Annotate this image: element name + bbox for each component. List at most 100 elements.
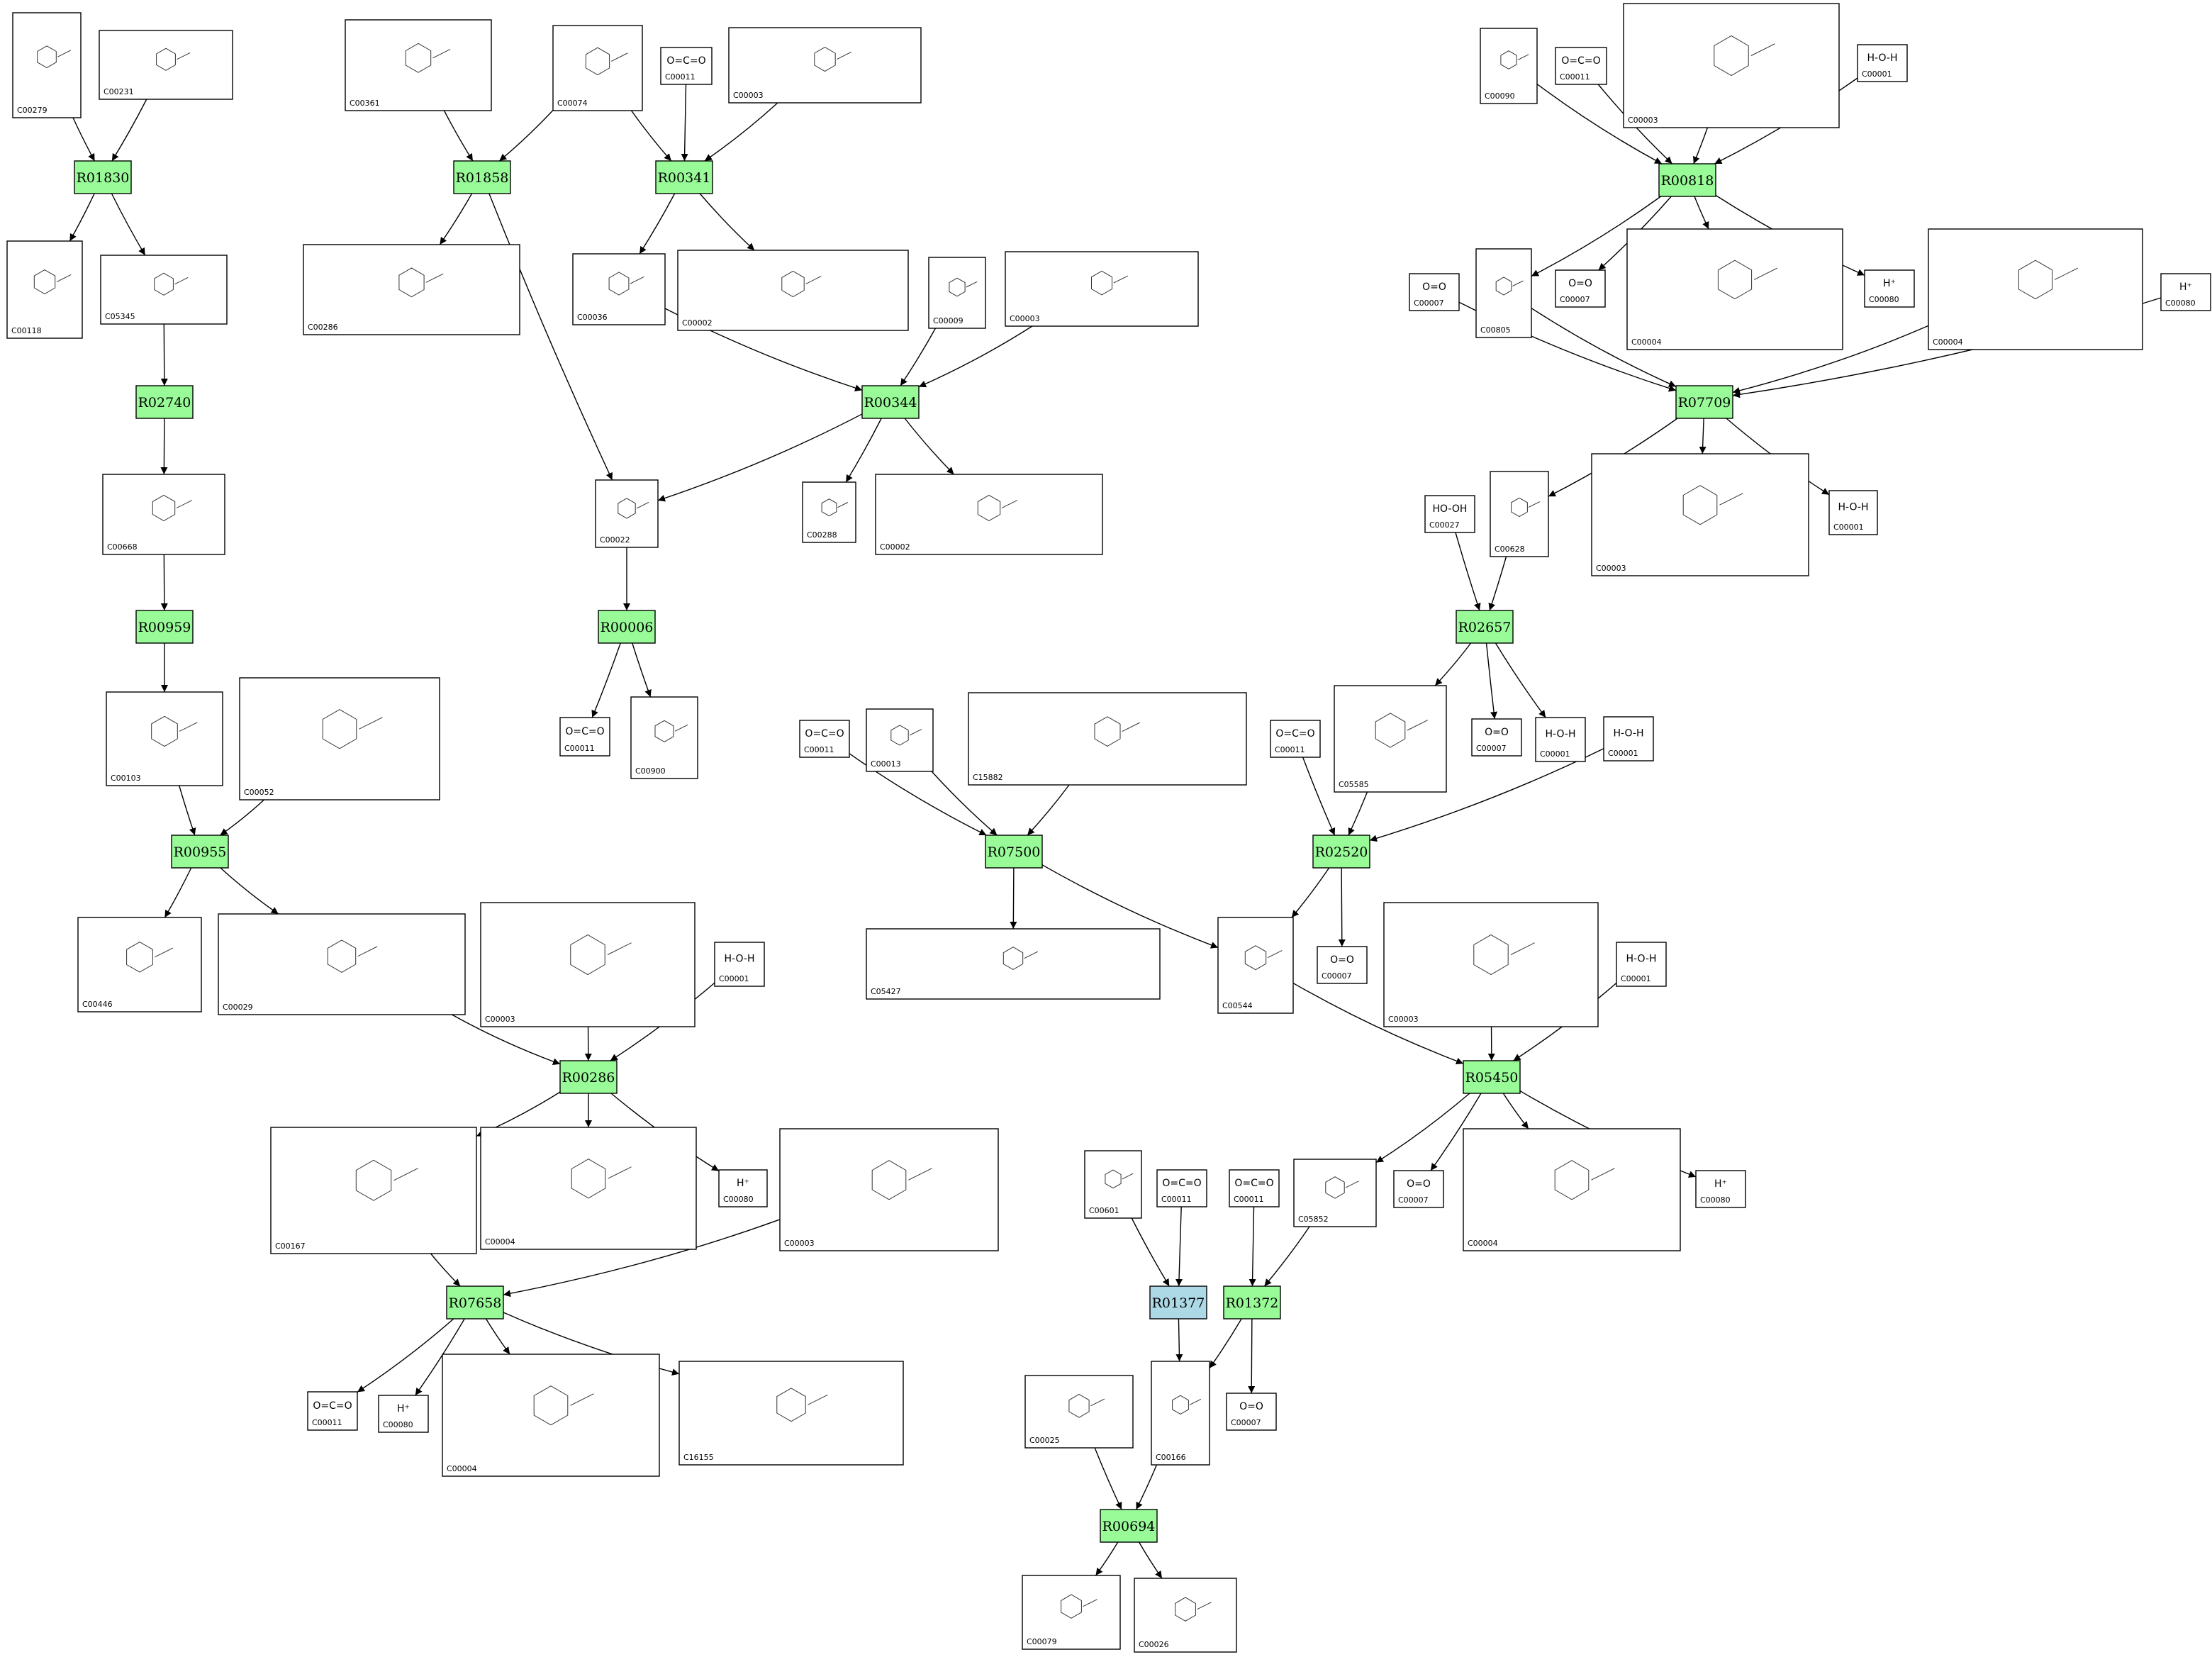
compound-node[interactable]: H⁺C00080: [719, 1170, 767, 1207]
compound-id: C00279: [17, 106, 48, 115]
reaction-node[interactable]: R05450: [1463, 1061, 1520, 1093]
compound-node[interactable]: C00022: [596, 480, 658, 547]
reaction-node[interactable]: R00959: [136, 610, 193, 643]
compound-node[interactable]: C00361: [345, 20, 491, 111]
compound-node[interactable]: C00004: [481, 1127, 696, 1249]
compound-node[interactable]: C00286: [303, 245, 520, 335]
compound-node[interactable]: C00036: [573, 254, 665, 325]
reaction-node[interactable]: R01830: [74, 161, 131, 194]
compound-node[interactable]: C00103: [106, 692, 223, 786]
compound-node[interactable]: C00079: [1022, 1575, 1120, 1649]
reaction-node[interactable]: R07709: [1676, 386, 1733, 418]
compound-node[interactable]: C00002: [678, 250, 908, 330]
compound-node[interactable]: C00279: [13, 13, 81, 118]
compound-node[interactable]: C05852: [1294, 1159, 1376, 1227]
compound-node[interactable]: C00002: [876, 474, 1102, 554]
compound-node[interactable]: C00013: [866, 709, 933, 771]
substrate-edge: [431, 1254, 461, 1286]
compound-node[interactable]: C00004: [1928, 229, 2143, 350]
compound-node[interactable]: C00166: [1151, 1361, 1210, 1465]
compound-node[interactable]: H⁺C00080: [379, 1395, 428, 1432]
compound-node[interactable]: C00167: [271, 1127, 476, 1254]
compound-node[interactable]: C16155: [679, 1361, 903, 1465]
compound-node[interactable]: C00004: [442, 1354, 659, 1476]
compound-node[interactable]: C00805: [1476, 249, 1531, 337]
compound-node[interactable]: C00074: [553, 26, 642, 111]
compound-node[interactable]: C00003: [1592, 454, 1809, 576]
reaction-node[interactable]: R02520: [1313, 835, 1370, 868]
compound-node[interactable]: C05345: [101, 255, 227, 324]
compound-node[interactable]: C00090: [1480, 28, 1537, 104]
compound-node[interactable]: C00003: [729, 28, 921, 103]
compound-node[interactable]: C05585: [1334, 686, 1446, 792]
compound-node[interactable]: C00231: [99, 30, 233, 99]
compound-node[interactable]: C00052: [240, 678, 440, 800]
compound-node[interactable]: H⁺C00080: [1865, 270, 1914, 307]
reaction-node[interactable]: R07658: [447, 1286, 503, 1319]
compound-node[interactable]: H⁺C00080: [1696, 1171, 1745, 1207]
compound-node[interactable]: C00003: [780, 1129, 998, 1251]
compound-node[interactable]: C00026: [1134, 1578, 1236, 1652]
compound-node[interactable]: C00288: [803, 482, 856, 542]
compound-node[interactable]: C00900: [631, 697, 698, 779]
reaction-node[interactable]: R02657: [1456, 610, 1513, 643]
reaction-node[interactable]: R01377: [1150, 1286, 1207, 1319]
compound-node[interactable]: C00668: [103, 474, 225, 554]
compound-node[interactable]: C00003: [1624, 4, 1839, 128]
compound-node[interactable]: C00009: [929, 257, 985, 328]
reaction-node[interactable]: R00344: [862, 386, 919, 418]
compound-node[interactable]: C00601: [1085, 1151, 1141, 1218]
compound-node[interactable]: C00029: [218, 914, 465, 1015]
reaction-node[interactable]: R07500: [985, 835, 1042, 868]
reaction-node[interactable]: R00006: [598, 610, 655, 643]
compound-node[interactable]: H⁺C00080: [2161, 274, 2211, 311]
reaction-node[interactable]: R00341: [656, 161, 713, 194]
compound-node[interactable]: C00118: [7, 241, 82, 338]
substrate-edge: [220, 800, 264, 835]
reaction-node[interactable]: R02740: [136, 386, 193, 418]
reaction-node[interactable]: R01858: [454, 161, 510, 194]
compound-id: C00601: [1089, 1206, 1119, 1215]
reaction-node[interactable]: R00818: [1659, 164, 1716, 196]
compound-node[interactable]: C00003: [1384, 903, 1598, 1027]
compound-node[interactable]: C00446: [78, 917, 201, 1012]
compound-node[interactable]: C00628: [1490, 472, 1548, 557]
reaction-node[interactable]: R00286: [560, 1061, 617, 1093]
compound-node[interactable]: C00025: [1025, 1376, 1133, 1448]
reaction-node[interactable]: R00694: [1100, 1510, 1157, 1542]
compound-node[interactable]: C00004: [1627, 229, 1843, 350]
reaction-id: R00006: [601, 620, 654, 635]
compound-node[interactable]: C00544: [1218, 917, 1293, 1013]
reaction-node[interactable]: R00955: [172, 835, 228, 868]
compound-node[interactable]: C00004: [1463, 1129, 1680, 1251]
compound-node[interactable]: C00003: [481, 903, 695, 1027]
compound-node[interactable]: C15882: [968, 693, 1246, 785]
compound-node[interactable]: C05427: [866, 929, 1160, 999]
reaction-id: R00959: [138, 620, 191, 635]
compound-node[interactable]: C00003: [1005, 252, 1198, 326]
reaction-node[interactable]: R01372: [1224, 1286, 1280, 1319]
compound-id: C00007: [1414, 299, 1444, 308]
